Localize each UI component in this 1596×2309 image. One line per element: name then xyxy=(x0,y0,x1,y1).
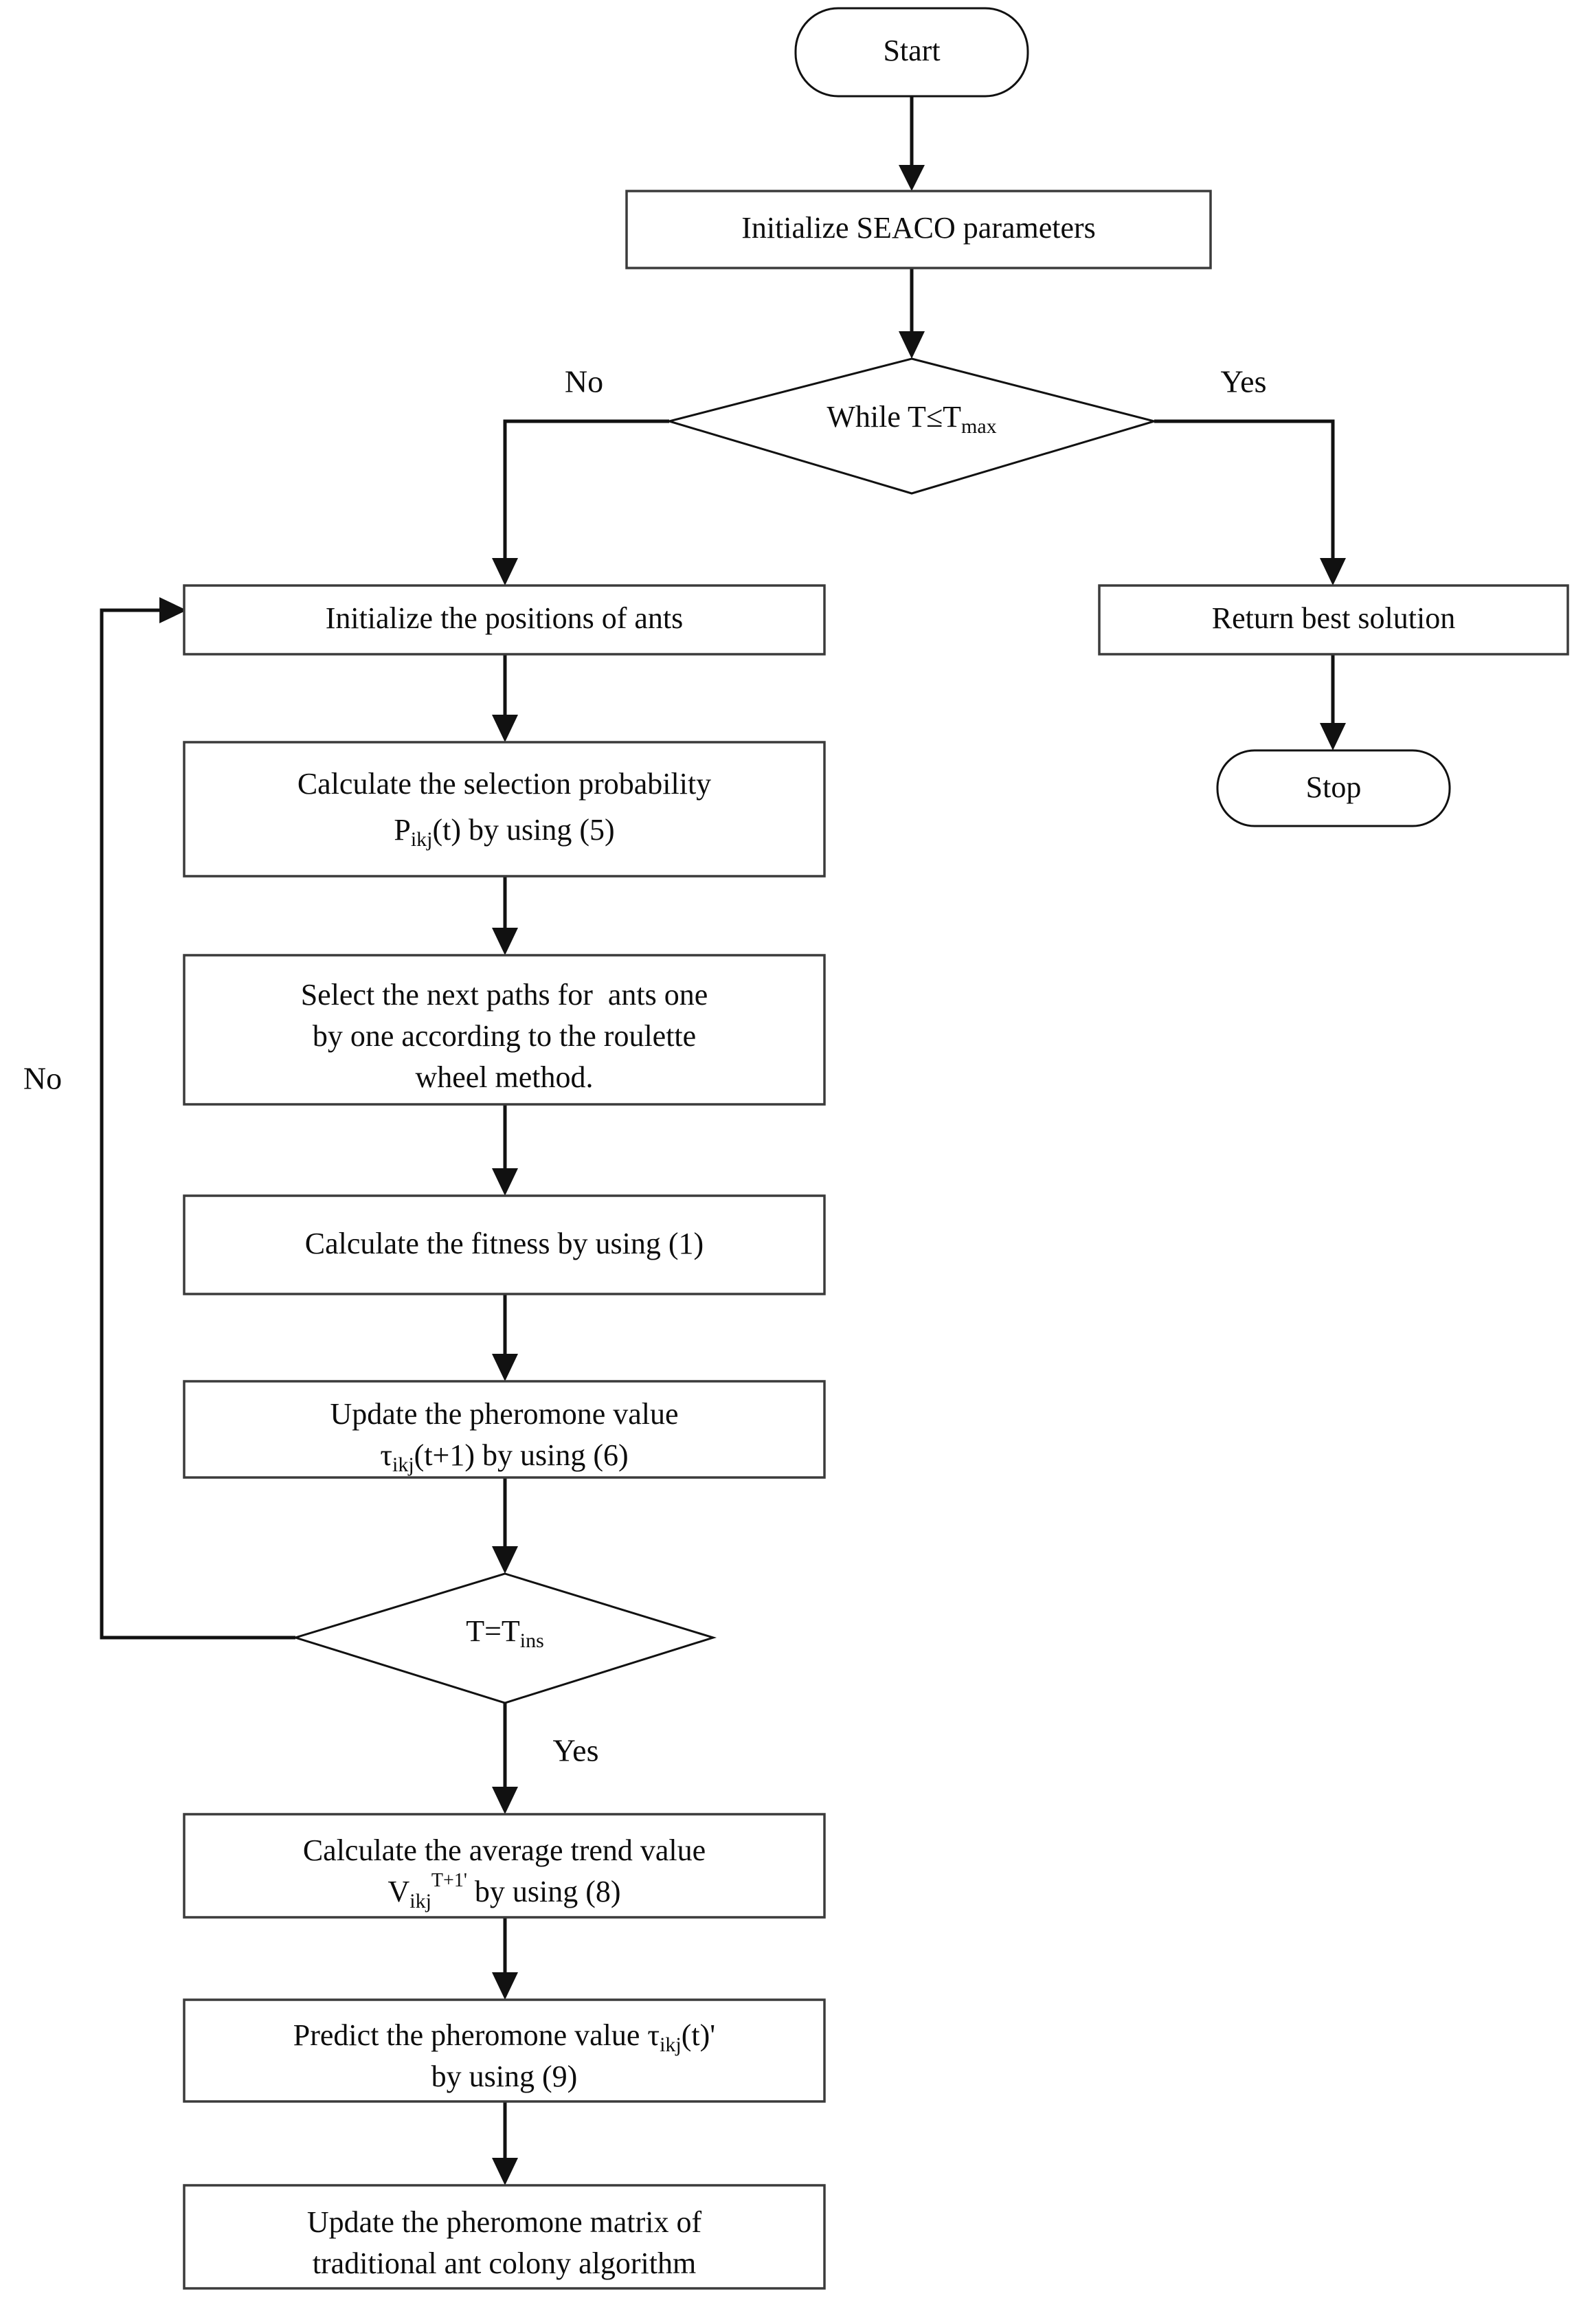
node-calc-fitness[interactable]: Calculate the fitness by using (1) xyxy=(183,1194,826,1295)
calc-probability-sub: ikj xyxy=(411,828,433,851)
while-sub: max xyxy=(961,415,997,438)
node-start[interactable]: Start xyxy=(794,7,1029,98)
arrow-head-loop-back xyxy=(159,597,187,623)
update-matrix-line2: traditional ant colony algorithm xyxy=(313,2246,696,2280)
calc-probability-line2: Pikj(t) by using (5) xyxy=(394,813,614,851)
predict-pheromone-tau: τ xyxy=(647,2018,660,2052)
edge-label-loop-no: No xyxy=(23,1061,62,1096)
init-params-label: Initialize SEACO parameters xyxy=(741,211,1096,245)
predict-pheromone-sub: ikj xyxy=(660,2033,682,2056)
edge-tins-no-loop xyxy=(100,608,295,1640)
node-update-matrix[interactable]: Update the pheromone matrix of tradition… xyxy=(183,2184,826,2290)
tins-main: T=T xyxy=(466,1614,520,1648)
tins-decision-shape xyxy=(291,1572,717,1704)
select-paths-shape xyxy=(183,954,826,1106)
predict-pheromone-shape xyxy=(183,1998,826,2103)
node-avg-trend[interactable]: Calculate the average trend value VikjT+… xyxy=(183,1813,826,1919)
update-matrix-shape xyxy=(183,2184,826,2290)
node-update-pheromone[interactable]: Update the pheromone value τikj(t+1) by … xyxy=(183,1380,826,1479)
update-pheromone-line2: τikj(t+1) by using (6) xyxy=(380,1438,628,1476)
while-condition-label: While T≤Tmax xyxy=(827,400,996,438)
calc-probability-p: P xyxy=(394,813,410,847)
connector-layer xyxy=(100,96,1346,2185)
calc-fitness-shape xyxy=(183,1194,826,1295)
update-pheromone-sub: ikj xyxy=(392,1453,414,1476)
init-positions-label: Initialize the positions of ants xyxy=(326,601,684,635)
update-pheromone-shape xyxy=(183,1380,826,1479)
avg-trend-v: V xyxy=(387,1875,409,1908)
edge-label-while-no: No xyxy=(565,364,603,399)
arrow-head-init-positions xyxy=(492,558,518,585)
return-best-shape xyxy=(1098,584,1569,656)
predict-pheromone-pre: Predict the pheromone value xyxy=(293,2018,648,2052)
select-paths-line1: Select the next paths for ants one xyxy=(301,978,708,1012)
update-matrix-line1: Update the pheromone matrix of xyxy=(307,2205,702,2239)
arrow-head-calc-prob xyxy=(492,715,518,742)
avg-trend-sub: ikj xyxy=(409,1890,431,1912)
avg-trend-sup: T+1' xyxy=(431,1870,467,1891)
arrow-head-predict xyxy=(492,1972,518,2000)
start-label: Start xyxy=(883,34,940,67)
tins-sub: ins xyxy=(520,1629,544,1652)
arrow-head-init-params xyxy=(899,165,925,191)
arrow-head-return-best xyxy=(1320,558,1346,585)
node-calc-probability[interactable]: Calculate the selection probability Pikj… xyxy=(183,741,826,878)
arrow-head-avg-trend xyxy=(492,1787,518,1814)
update-pheromone-post: (t+1) by using (6) xyxy=(414,1438,629,1472)
calc-probability-line1: Calculate the selection probability xyxy=(297,767,711,801)
while-operator: ≤ xyxy=(926,400,943,434)
stop-shape xyxy=(1216,749,1451,827)
avg-trend-post: by using (8) xyxy=(467,1875,621,1908)
predict-pheromone-line1: Predict the pheromone value τikj(t)' xyxy=(293,2018,715,2056)
node-tins-decision[interactable]: T=Tins xyxy=(291,1572,717,1704)
edge-while-no xyxy=(503,419,669,570)
while-var: T xyxy=(943,400,961,434)
predict-pheromone-post: (t)' xyxy=(682,2018,715,2052)
avg-trend-line1: Calculate the average trend value xyxy=(303,1833,706,1867)
calc-probability-shape xyxy=(183,741,826,878)
tins-decision-label: T=Tins xyxy=(466,1614,544,1652)
calc-probability-post: (t) by using (5) xyxy=(432,813,614,847)
update-pheromone-tau: τ xyxy=(380,1438,392,1472)
start-shape xyxy=(794,7,1029,98)
arrow-head-while xyxy=(899,331,925,359)
update-pheromone-line1: Update the pheromone value xyxy=(330,1397,678,1431)
arrow-head-update-matrix xyxy=(492,2158,518,2185)
arrow-head-stop xyxy=(1320,723,1346,750)
node-stop[interactable]: Stop xyxy=(1216,749,1451,827)
predict-pheromone-line2: by using (9) xyxy=(431,2060,578,2093)
node-init-params[interactable]: Initialize SEACO parameters xyxy=(625,190,1212,269)
while-main: While T xyxy=(827,400,926,434)
calc-fitness-label: Calculate the fitness by using (1) xyxy=(305,1227,704,1260)
select-paths-line2: by one according to the roulette xyxy=(313,1019,696,1053)
node-predict-pheromone[interactable]: Predict the pheromone value τikj(t)' by … xyxy=(183,1998,826,2103)
arrow-head-tins xyxy=(492,1546,518,1574)
stop-label: Stop xyxy=(1306,770,1362,804)
edge-while-yes xyxy=(1154,419,1335,570)
while-condition-shape xyxy=(665,357,1158,495)
return-best-label: Return best solution xyxy=(1212,601,1455,635)
arrow-head-calc-fitness xyxy=(492,1168,518,1196)
init-params-shape xyxy=(625,190,1212,269)
arrow-head-select-paths xyxy=(492,928,518,955)
node-return-best[interactable]: Return best solution xyxy=(1098,584,1569,656)
select-paths-line3: wheel method. xyxy=(415,1060,593,1094)
edge-label-while-yes: Yes xyxy=(1221,364,1267,399)
avg-trend-shape xyxy=(183,1813,826,1919)
node-init-positions[interactable]: Initialize the positions of ants xyxy=(183,584,826,656)
arrow-head-update-pheromone xyxy=(492,1354,518,1381)
node-while-condition[interactable]: While T≤Tmax xyxy=(665,357,1158,495)
init-positions-shape xyxy=(183,584,826,656)
edge-label-tins-yes: Yes xyxy=(553,1733,599,1768)
node-select-paths[interactable]: Select the next paths for ants one by on… xyxy=(183,954,826,1106)
avg-trend-line2: VikjT+1' by using (8) xyxy=(387,1870,620,1912)
